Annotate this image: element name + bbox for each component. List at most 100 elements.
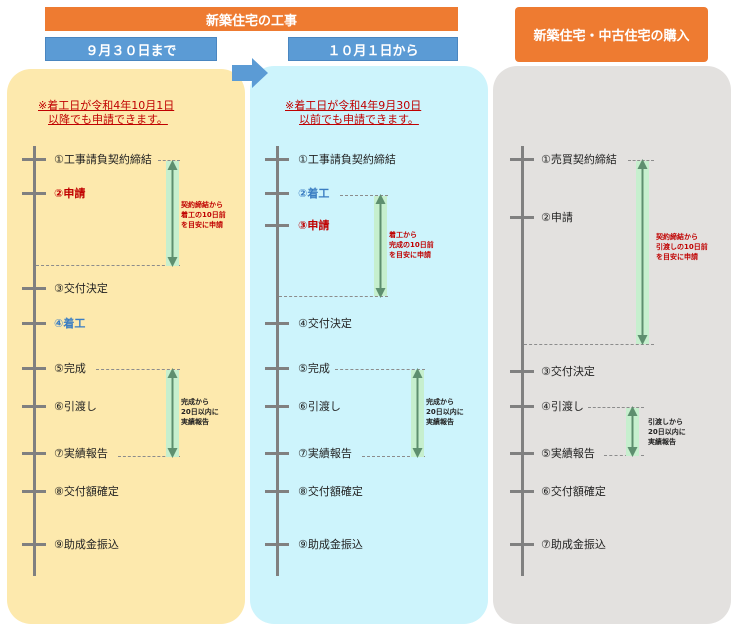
side-note-line: 契約締結から: [181, 201, 223, 209]
guide-line: [96, 369, 180, 370]
timeline-after: [276, 146, 279, 576]
timeline-purchase-tick: [510, 405, 534, 408]
timeline-before-tick: [22, 405, 46, 408]
side-note-line: 実績報告: [648, 438, 676, 446]
note-after-line2: 以前でも申請できます。: [299, 113, 419, 126]
side-note-report-purchase: 引渡しから 20日以内に 実績報告: [648, 417, 686, 447]
guide-line: [524, 344, 654, 345]
timeline-after-tick: [265, 490, 289, 493]
side-note-line: 実績報告: [426, 418, 454, 426]
step-label: ⑨助成金振込: [54, 538, 119, 551]
header-after: １０月１日から: [288, 37, 458, 61]
guide-line: [588, 407, 644, 408]
column-before-bg: [7, 69, 245, 624]
header-after-label: １０月１日から: [327, 43, 419, 59]
timeline-after-tick: [265, 367, 289, 370]
timeline-before-tick: [22, 158, 46, 161]
guide-line: [362, 456, 425, 457]
step-label: ⑤完成: [298, 362, 330, 375]
timeline-before-tick: [22, 543, 46, 546]
note-after: ※着工日が令和4年9月30日 以前でも申請できます。: [285, 99, 421, 127]
step-label: ③交付決定: [54, 282, 108, 295]
timeline-after-tick: [265, 322, 289, 325]
side-note-line: 着工から: [389, 231, 417, 239]
timeline-before: [33, 146, 36, 576]
step-label: ⑥交付額確定: [541, 485, 606, 498]
step-label: ⑧交付額確定: [54, 485, 119, 498]
note-after-line1: ※着工日が令和4年9月30日: [285, 99, 422, 112]
step-label: ②申請: [541, 211, 573, 224]
side-note-report-before: 完成から 20日以内に 実績報告: [181, 397, 219, 427]
step-label: ⑥引渡し: [298, 400, 341, 413]
timeline-before-tick: [22, 490, 46, 493]
timeline-before-tick: [22, 287, 46, 290]
side-note-apply-purchase: 契約締結から 引渡しの10日前 を目安に申請: [656, 232, 708, 262]
timeline-purchase-tick: [510, 216, 534, 219]
timeline-before-tick: [22, 452, 46, 455]
timeline-before-tick: [22, 192, 46, 195]
side-note-line: 引渡しから: [648, 418, 683, 426]
side-note-apply-after: 着工から 完成の10日前 を目安に申請: [389, 230, 434, 260]
step-label: ①売買契約締結: [541, 153, 617, 166]
timeline-after-tick: [265, 405, 289, 408]
step-label: ④引渡し: [541, 400, 584, 413]
header-before: ９月３０日まで: [45, 37, 217, 61]
timeline-after-tick: [265, 452, 289, 455]
timeline-purchase-tick: [510, 452, 534, 455]
column-after-bg: [250, 66, 488, 624]
step-label: ⑦実績報告: [54, 447, 108, 460]
side-note-line: 20日以内に: [181, 408, 219, 416]
note-before: ※着工日が令和4年10月1日 以降でも申請できます。: [38, 99, 174, 127]
timeline-purchase-tick: [510, 370, 534, 373]
step-label-start: ②着工: [298, 187, 330, 200]
header-new-construction-label: 新築住宅の工事: [205, 13, 297, 29]
step-label-apply: ③申請: [298, 219, 330, 232]
side-note-line: 完成から: [181, 398, 209, 406]
side-note-line: 完成の10日前: [389, 241, 434, 249]
step-label: ⑥引渡し: [54, 400, 97, 413]
guide-line: [118, 456, 180, 457]
step-label: ⑦実績報告: [298, 447, 352, 460]
timeline-purchase-tick: [510, 543, 534, 546]
side-note-line: を目安に申請: [389, 251, 431, 259]
side-note-line: 契約締結から: [656, 233, 698, 241]
step-label: ⑤完成: [54, 362, 86, 375]
side-note-apply-before: 契約締結から 着工の10日前 を目安に申請: [181, 200, 226, 230]
timeline-before-tick: [22, 322, 46, 325]
timeline-after-tick: [265, 543, 289, 546]
timeline-after-tick: [265, 192, 289, 195]
header-purchase-label: 新築住宅・中古住宅の購入: [533, 29, 690, 44]
timeline-after-tick: [265, 224, 289, 227]
guide-line: [340, 195, 388, 196]
step-label: ①工事請負契約締結: [298, 153, 396, 166]
note-before-line2: 以降でも申請できます。: [48, 113, 168, 126]
timeline-purchase-tick: [510, 158, 534, 161]
step-label: ⑦助成金振込: [541, 538, 606, 551]
step-label-start: ④着工: [54, 317, 86, 330]
timeline-after-tick: [265, 158, 289, 161]
side-note-line: 20日以内に: [648, 428, 686, 436]
header-before-label: ９月３０日まで: [85, 43, 177, 59]
step-label: ③交付決定: [541, 365, 595, 378]
guide-line: [36, 265, 180, 266]
timeline-purchase: [521, 146, 524, 576]
step-label: ⑧交付額確定: [298, 485, 363, 498]
side-note-line: 20日以内に: [426, 408, 464, 416]
side-note-line: 引渡しの10日前: [656, 243, 708, 251]
step-label: ①工事請負契約締結: [54, 153, 152, 166]
side-note-line: を目安に申請: [181, 221, 223, 229]
step-label-apply: ②申請: [54, 187, 86, 200]
side-note-line: 完成から: [426, 398, 454, 406]
guide-line: [335, 369, 425, 370]
step-label: ⑨助成金振込: [298, 538, 363, 551]
header-new-construction: 新築住宅の工事: [45, 7, 458, 31]
guide-line: [279, 296, 388, 297]
guide-line: [604, 455, 644, 456]
side-note-report-after: 完成から 20日以内に 実績報告: [426, 397, 464, 427]
side-note-line: 着工の10日前: [181, 211, 226, 219]
header-purchase: 新築住宅・中古住宅の購入: [515, 7, 708, 62]
timeline-purchase-tick: [510, 490, 534, 493]
note-before-line1: ※着工日が令和4年10月1日: [38, 99, 175, 112]
